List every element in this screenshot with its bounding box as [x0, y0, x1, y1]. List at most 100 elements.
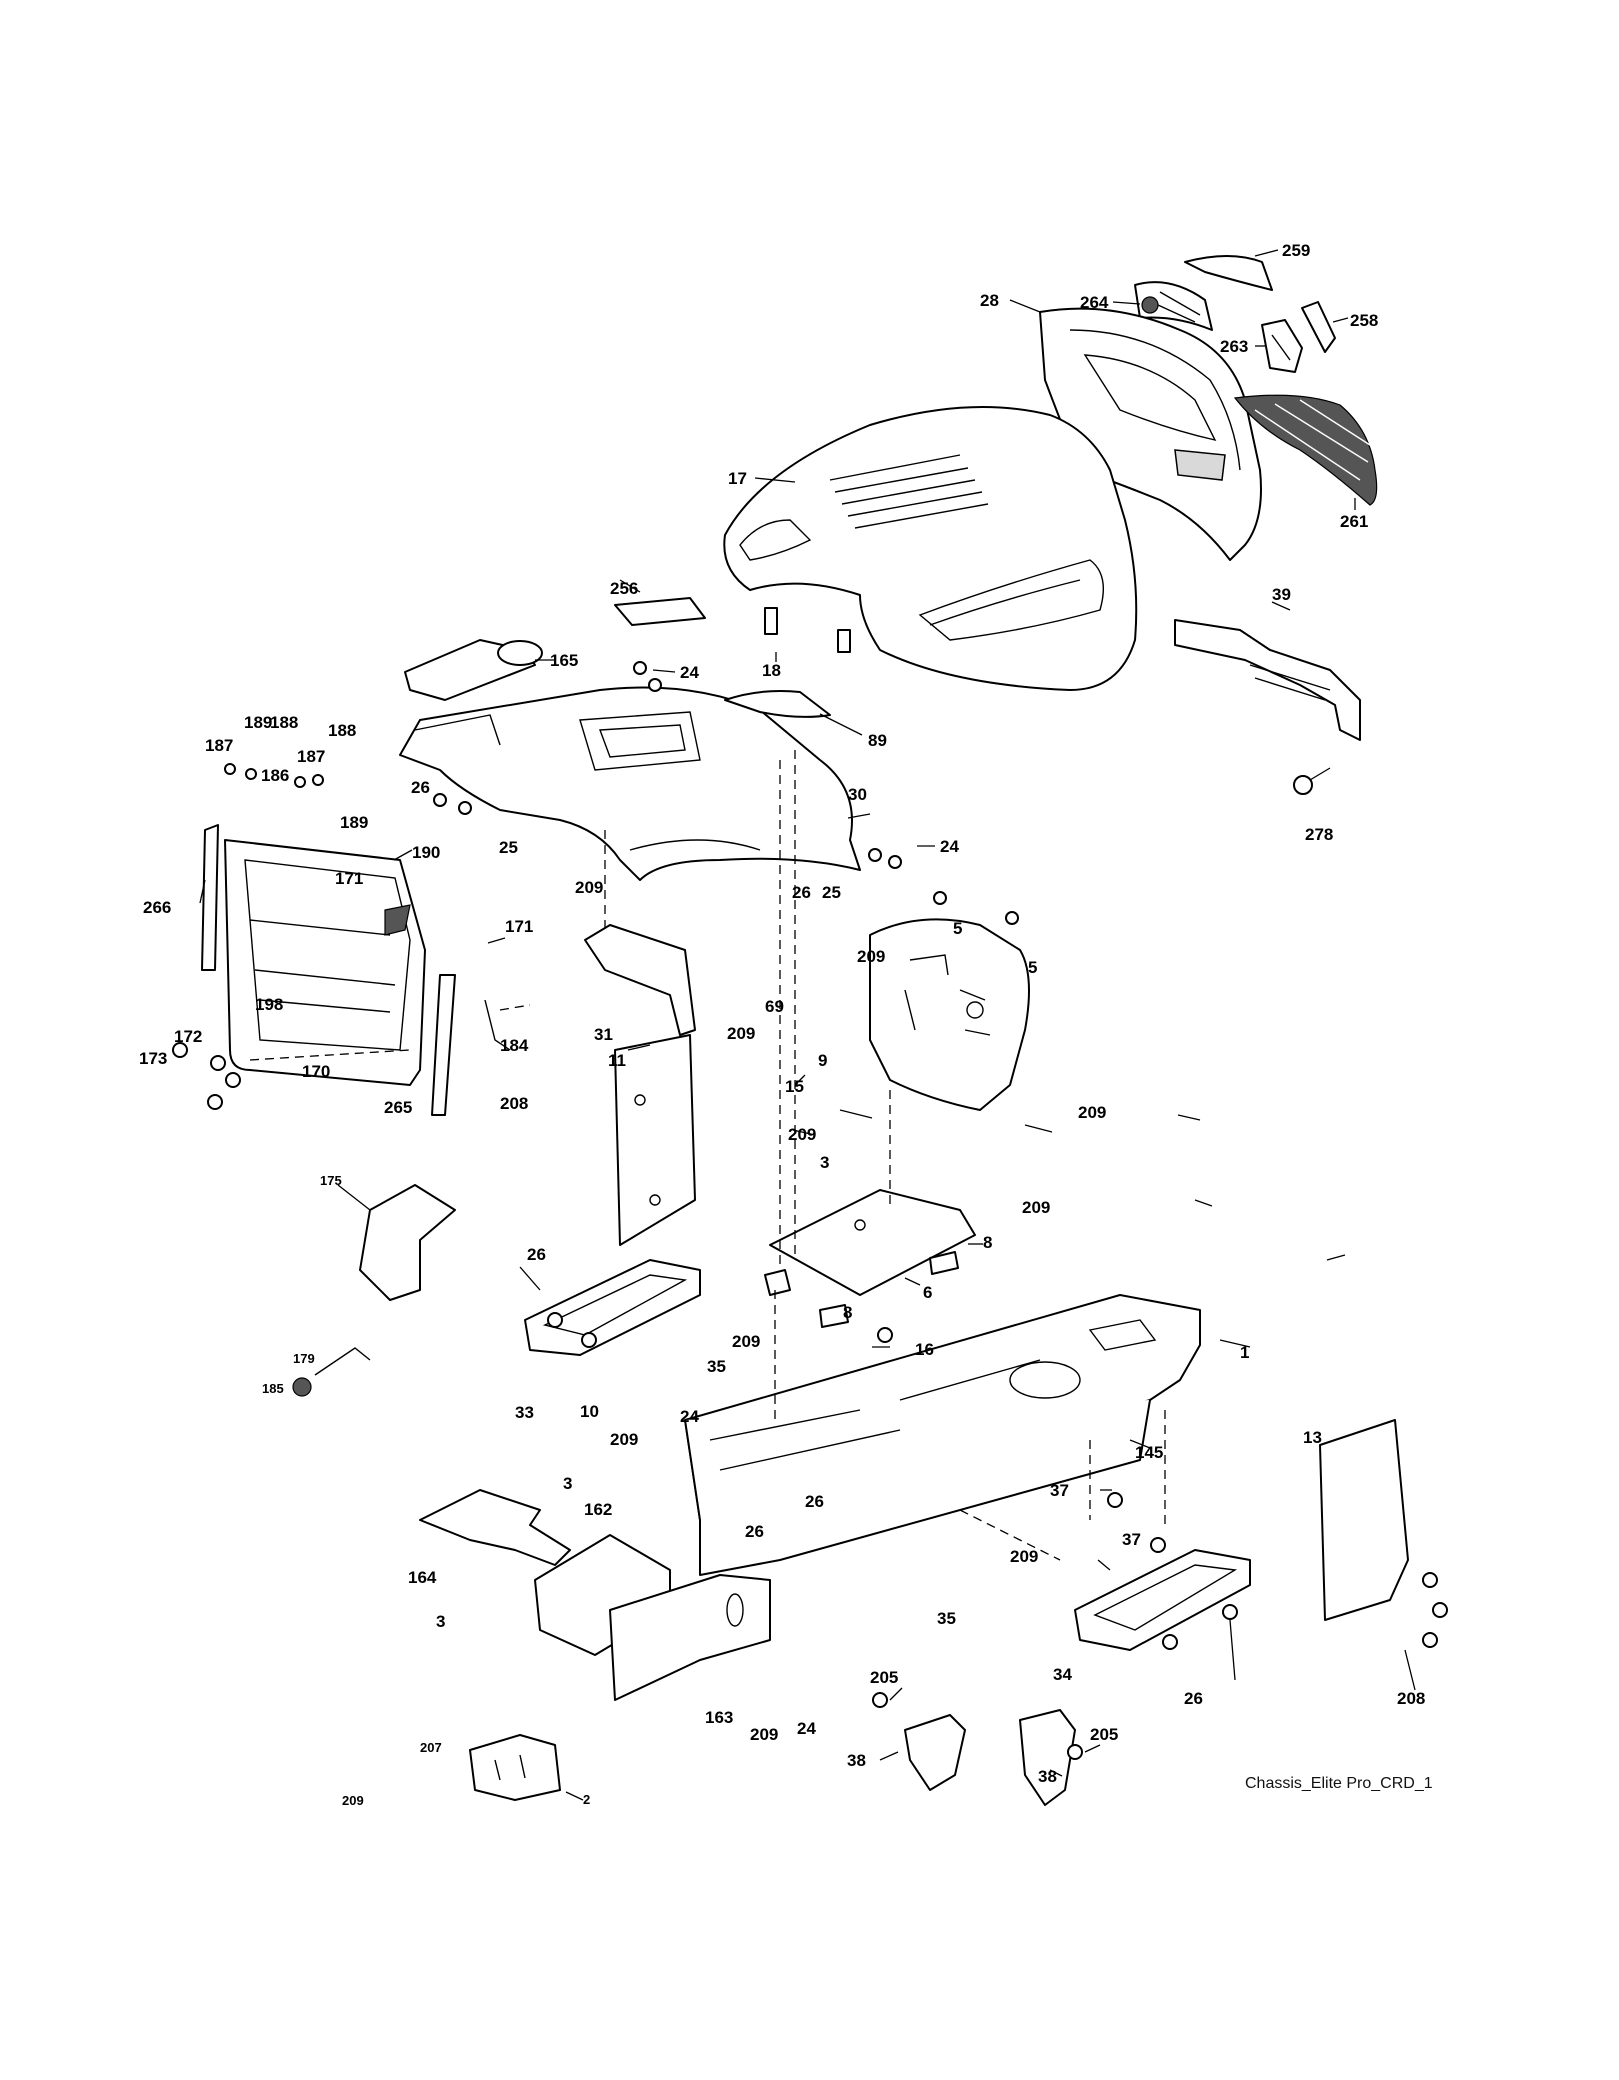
part-6-plate [769, 1189, 976, 1296]
callout: 37 [1122, 1530, 1141, 1549]
callout: 35 [937, 1609, 956, 1628]
callout: 89 [868, 731, 887, 750]
callout-labels: 259 264 258 28 263 17 261 256 165 18 24 … [139, 241, 1425, 1808]
callout: 209 [610, 1430, 638, 1449]
callout: 187 [297, 747, 325, 766]
callout: 209 [575, 878, 603, 897]
callout: 209 [750, 1725, 778, 1744]
part-261-grille-mesh [1233, 394, 1378, 506]
part-2-front-plate [469, 1734, 561, 1801]
callout: 188 [328, 721, 356, 740]
callout: 265 [384, 1098, 412, 1117]
part-13-side-panel [1319, 1419, 1409, 1621]
callout: 9 [818, 1051, 827, 1070]
part-170-dash-panel [224, 839, 426, 1086]
callout: 24 [680, 663, 699, 682]
part-258-light [1301, 301, 1336, 353]
part-18-bumper [764, 607, 851, 653]
part-17-hood [723, 406, 1138, 691]
callout: 15 [785, 1077, 804, 1096]
callout: 5 [1028, 958, 1037, 977]
callout: 6 [923, 1283, 932, 1302]
callout: 179 [293, 1351, 315, 1366]
callout: 35 [707, 1357, 726, 1376]
callout: 25 [822, 883, 841, 902]
part-164-bracket [419, 1489, 571, 1566]
part-184-rod [484, 999, 511, 1051]
callout: 205 [870, 1668, 898, 1687]
callout: 171 [335, 869, 363, 888]
assembly-lines [249, 750, 1166, 1561]
callout: 17 [728, 469, 747, 488]
callout: 25 [499, 838, 518, 857]
callout: 188 [270, 713, 298, 732]
callout: 185 [262, 1381, 284, 1396]
callout: 207 [420, 1740, 442, 1755]
callout: 3 [563, 1474, 572, 1493]
callout: 171 [505, 917, 533, 936]
callout: 278 [1305, 825, 1333, 844]
callout: 24 [940, 837, 959, 856]
callout: 69 [765, 997, 784, 1016]
callout: 31 [594, 1025, 613, 1044]
callout: 26 [527, 1245, 546, 1264]
callout: 172 [174, 1027, 202, 1046]
callout: 39 [1272, 585, 1291, 604]
diagram-caption: Chassis_Elite Pro_CRD_1 [1245, 1775, 1433, 1792]
part-179-lever [292, 1347, 371, 1397]
callout: 18 [762, 661, 781, 680]
part-266-strip [201, 824, 219, 971]
part-33-footrest [524, 1259, 701, 1356]
part-165-cover [404, 639, 543, 701]
callout: 264 [1080, 293, 1109, 312]
callout: 189 [244, 713, 272, 732]
callout: 173 [139, 1049, 167, 1068]
part-265-strip [431, 974, 456, 1116]
callout: 261 [1340, 512, 1368, 531]
callout: 37 [1050, 1481, 1069, 1500]
part-11-side-panel [614, 1034, 696, 1246]
callout: 198 [255, 995, 283, 1014]
callout: 24 [797, 1719, 816, 1738]
leader-lines [199, 249, 1416, 1801]
callout: 208 [500, 1094, 528, 1113]
callout: 209 [788, 1125, 816, 1144]
part-38-bracket [904, 1709, 1076, 1806]
callout: 186 [261, 766, 289, 785]
callout: 256 [610, 579, 638, 598]
callout: 11 [608, 1051, 626, 1070]
callout: 259 [1282, 241, 1310, 260]
callout: 16 [915, 1340, 934, 1359]
part-89-cup-holder [724, 690, 831, 718]
part-259-trim [1184, 255, 1273, 291]
callout: 26 [805, 1492, 824, 1511]
callout: 209 [727, 1024, 755, 1043]
callout: 190 [412, 843, 440, 862]
callout: 209 [1022, 1198, 1050, 1217]
callout: 30 [848, 785, 867, 804]
callout: 28 [980, 291, 999, 310]
callout: 10 [580, 1402, 599, 1421]
callout: 3 [820, 1153, 829, 1172]
part-263-light-housing [1261, 319, 1303, 373]
callout: 209 [1078, 1103, 1106, 1122]
callout: 26 [792, 883, 811, 902]
part-28-grille-housing [1039, 307, 1262, 561]
part-8-clip [764, 1251, 959, 1328]
part-163-panel [609, 1574, 771, 1701]
callout: 266 [143, 898, 171, 917]
part-256-cover [614, 597, 706, 626]
part-34-footrest [1074, 1549, 1251, 1651]
fasteners [172, 661, 1448, 1760]
callout: 189 [340, 813, 368, 832]
callout: 8 [843, 1303, 852, 1322]
callout: 5 [953, 919, 962, 938]
callout: 38 [847, 1751, 866, 1770]
callout: 24 [680, 1407, 699, 1426]
callout: 209 [1010, 1547, 1038, 1566]
part-1-frame [684, 1294, 1201, 1576]
callout: 258 [1350, 311, 1378, 330]
callout: 26 [1184, 1689, 1203, 1708]
part-264-headlight [1134, 281, 1213, 331]
